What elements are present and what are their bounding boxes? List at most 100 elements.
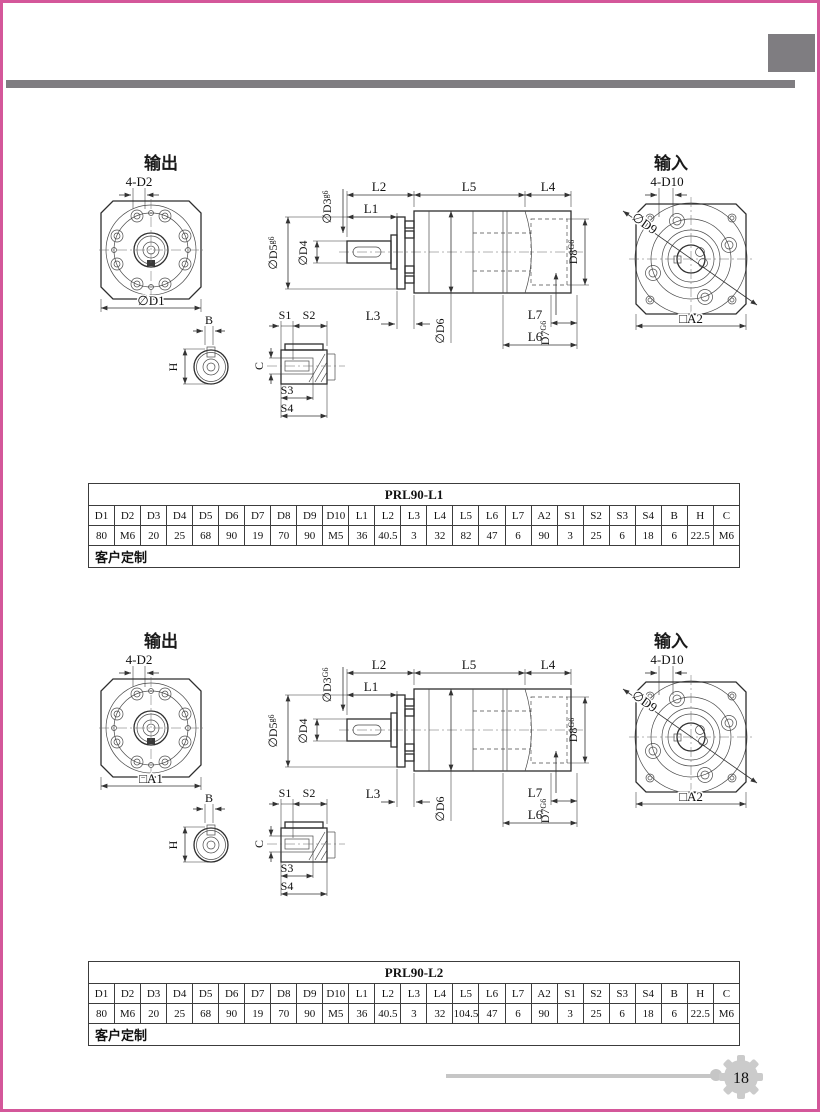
table-cell: D5 <box>192 983 220 1004</box>
input-flange-view: 4-D10 <box>622 175 758 330</box>
table-cell: L3 <box>400 505 428 526</box>
dim-c: C <box>252 840 266 848</box>
table-cell: D10 <box>322 983 350 1004</box>
table-cell: 90 <box>218 1003 246 1024</box>
side-section-view: L2 L5 L4 L1 ∅D3G6 ∅D5g6 ∅D4 <box>266 657 589 827</box>
table-cell: H <box>686 983 714 1004</box>
table-cell: 6 <box>660 525 688 546</box>
dim-s3: S3 <box>281 383 294 397</box>
table-cell: 70 <box>270 1003 298 1024</box>
table-cell: D3 <box>140 505 168 526</box>
table-cell: 32 <box>426 1003 454 1024</box>
table-cell: D4 <box>166 505 194 526</box>
table-cell: 36 <box>348 1003 376 1024</box>
table-cell: D9 <box>296 505 324 526</box>
table-cell: M6 <box>114 1003 142 1024</box>
table-cell: L7 <box>504 505 532 526</box>
table-cell: D3 <box>140 983 168 1004</box>
table-cell: A2 <box>530 505 558 526</box>
table-cell: L7 <box>504 983 532 1004</box>
dim-h: H <box>169 840 180 849</box>
table-cell: 36 <box>348 525 376 546</box>
table-cell: 18 <box>634 1003 662 1024</box>
dim-d7: D7G6 <box>538 799 552 823</box>
key-slot <box>206 346 216 358</box>
coupling-body <box>280 349 328 385</box>
table-cell: D2 <box>114 983 142 1004</box>
dim-d5: ∅D5g6 <box>266 236 280 269</box>
table-cell: 40.5 <box>374 525 402 546</box>
table-cell: 6 <box>608 1003 636 1024</box>
table-cell: 25 <box>166 1003 194 1024</box>
keyway-detail: S1 S2 C S3 S4 <box>252 786 345 897</box>
table-cell: 20 <box>140 1003 168 1024</box>
output-side-label: 输出 <box>144 632 178 651</box>
table-cell: 25 <box>582 1003 610 1024</box>
dim-b: B <box>205 315 213 327</box>
gear-icon <box>719 1055 763 1099</box>
table-cell: 90 <box>296 1003 324 1024</box>
footer-rule <box>446 1074 714 1078</box>
shaft-end-detail: B H <box>169 793 229 863</box>
table-cell: 82 <box>452 525 480 546</box>
dim-s4: S4 <box>281 401 294 415</box>
key-slot <box>206 824 216 836</box>
dim-l2: L2 <box>372 179 386 194</box>
shaft-keyway <box>352 246 382 258</box>
table-cell: S3 <box>608 983 636 1004</box>
input-dia-label: ∅D9 <box>629 687 660 715</box>
table-cell: D7 <box>244 983 272 1004</box>
dim-d8: D8G6 <box>566 240 580 264</box>
output-flange-view: 4-D2 <box>99 653 203 790</box>
input-side-label: 输入 <box>654 154 688 173</box>
table-cell: 70 <box>270 525 298 546</box>
side-section-view: L2 L5 L4 L1 ∅D3g6 ∅D5g6 ∅D4 <box>266 179 589 349</box>
input-dim-label: □A2 <box>679 789 703 804</box>
table-cell: L1 <box>348 505 376 526</box>
front-dim-label: ∅D1 <box>137 293 164 308</box>
table-cell: M5 <box>322 525 350 546</box>
page-number: 18 <box>733 1070 749 1087</box>
coupling-body <box>280 827 328 863</box>
table-footer-row: 客户定制 <box>88 1023 740 1046</box>
dim-s4: S4 <box>281 879 294 893</box>
dim-s2: S2 <box>303 786 316 800</box>
dim-d4: ∅D4 <box>296 718 310 743</box>
table-cell: 20 <box>140 525 168 546</box>
dim-s3: S3 <box>281 861 294 875</box>
table-cell: D6 <box>218 983 246 1004</box>
bell-curve <box>524 210 532 294</box>
dim-l5: L5 <box>462 179 476 194</box>
table-cell: D5 <box>192 505 220 526</box>
bolt-bosses <box>110 209 192 291</box>
input-flange-view: 4-D10 <box>622 653 758 808</box>
table-cell: M6 <box>712 1003 741 1024</box>
dim-l6: L6 <box>528 807 543 822</box>
table-cell: A2 <box>530 983 558 1004</box>
dim-s1: S1 <box>279 786 292 800</box>
dim-l1: L1 <box>364 679 378 694</box>
table-cell: 90 <box>530 1003 558 1024</box>
dim-d8: D8G6 <box>566 718 580 742</box>
front-bolt-label: 4-D2 <box>126 175 153 189</box>
table-cell: 104.5 <box>452 1003 480 1024</box>
table-cell: L1 <box>348 983 376 1004</box>
table-cell: B <box>660 983 688 1004</box>
dim-l6: L6 <box>528 329 543 344</box>
table-cell: 19 <box>244 1003 272 1024</box>
table-cell: 19 <box>244 525 272 546</box>
table-cell: H <box>686 505 714 526</box>
table-cell: S2 <box>582 983 610 1004</box>
output-flange-view: 4-D2 <box>99 175 203 312</box>
table-cell: 32 <box>426 525 454 546</box>
dim-l5: L5 <box>462 657 476 672</box>
dim-s2: S2 <box>303 308 316 322</box>
table-cell: L6 <box>478 983 506 1004</box>
table-cell: D6 <box>218 505 246 526</box>
dim-d4: ∅D4 <box>296 240 310 265</box>
table-cell: D10 <box>322 505 350 526</box>
input-side-label: 输入 <box>654 632 688 651</box>
